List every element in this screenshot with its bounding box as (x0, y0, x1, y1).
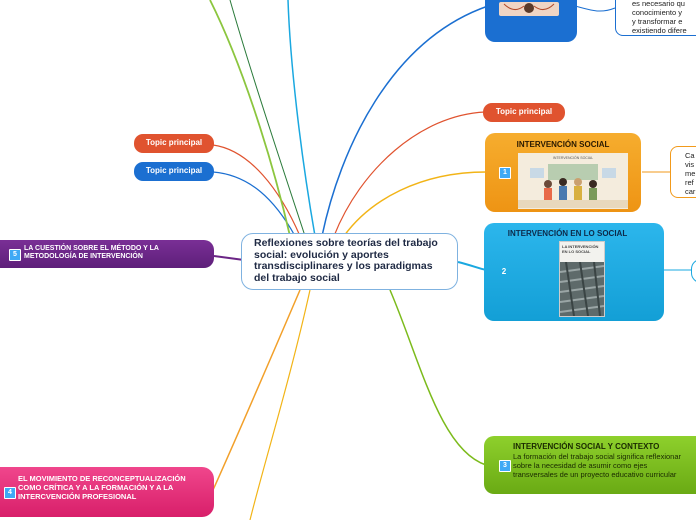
connector-n3 (389, 289, 487, 466)
node-intervencion-en-lo-social[interactable]: INTERVENCIÓN EN LO SOCIAL 2 LA INTERVENC… (484, 223, 664, 321)
node-1-title: INTERVENCIÓN SOCIAL (516, 140, 610, 149)
node-5-title: LA CUESTIÓN SOBRE EL MÉTODO Y LA METODOL… (24, 245, 159, 260)
note-mid-right-line-3: me (685, 169, 696, 178)
node-3-text: La formación del trabajo social signific… (513, 452, 682, 479)
central-topic[interactable]: Reflexiones sobre teorías del trabajo so… (241, 233, 458, 290)
connector-top-green (209, 0, 291, 237)
node-1-image: INTERVENCIÓN SOCIAL (518, 153, 628, 209)
connector-n1 (343, 171, 487, 237)
connector-bottom (249, 289, 311, 520)
topic-principal-left-2[interactable]: Topic principal (134, 162, 214, 181)
node-reconceptualizacion[interactable]: 4 EL MOVIMIENTO DE RECONCEPTUALIZACIÓN C… (0, 467, 214, 517)
node-1-image-caption: INTERVENCIÓN SOCIAL (552, 156, 594, 160)
connector-top-teal (287, 0, 316, 237)
node-2-book-cover: LA INTERVENCIÓN EN LO SOCIAL (559, 241, 605, 317)
top-blue-node-image (499, 2, 559, 16)
connector-n4 (212, 289, 301, 491)
connector-n5 (213, 255, 245, 261)
topic-principal-left-1[interactable]: Topic principal (134, 134, 214, 153)
note-top-right-line-4: existiendo difere (632, 26, 687, 35)
note-top-right[interactable]: es necesario qu conocimiento y y transfo… (615, 0, 696, 36)
connector-topic-right (333, 111, 486, 237)
connector-note-top (574, 5, 616, 12)
note-top-right-line-1: es necesario qu (632, 0, 685, 8)
note-mid-right-line-1: Ca (685, 151, 695, 160)
connector-topic-left-2 (212, 171, 296, 237)
central-topic-title: Reflexiones sobre teorías del trabajo so… (254, 237, 438, 284)
node-intervencion-social-contexto[interactable]: 3 INTERVENCIÓN SOCIAL Y CONTEXTO La form… (484, 436, 696, 494)
node-cuestion-metodo[interactable]: 5 LA CUESTIÓN SOBRE EL MÉTODO Y LA METOD… (0, 240, 214, 268)
topic-principal-right[interactable]: Topic principal (483, 103, 565, 122)
node-4-title: EL MOVIMIENTO DE RECONCEPTUALIZACIÓN COM… (18, 474, 186, 501)
node-4-number: 4 (4, 487, 16, 499)
node-intervencion-social[interactable]: 1 INTERVENCIÓN SOCIAL INTERVENCIÓN SOCIA… (485, 133, 641, 212)
connector-top-blue (321, 5, 489, 237)
note-top-right-line-2: conocimiento y (632, 8, 683, 17)
note-mid-right[interactable]: Ca vis me ref car (670, 146, 696, 198)
node-1-number: 1 (499, 167, 511, 179)
connector-top-dark (229, 0, 306, 237)
note-top-right-line-3: y transformar e (632, 17, 683, 26)
node-2-number: 2 (501, 267, 507, 276)
connector-topic-left-1 (212, 144, 301, 237)
node-5-number: 5 (9, 249, 21, 261)
node-3-number: 3 (499, 460, 511, 472)
node-2-title: INTERVENCIÓN EN LO SOCIAL (507, 229, 628, 238)
node-2-book-title: LA INTERVENCIÓN EN LO SOCIAL (562, 244, 599, 254)
note-mid-right-line-2: vis (685, 160, 695, 169)
connector-n2 (457, 261, 487, 271)
top-blue-node[interactable] (485, 0, 577, 42)
note-mid-right-line-4: ref (685, 178, 694, 187)
node-3-title: INTERVENCIÓN SOCIAL Y CONTEXTO (513, 442, 660, 451)
note-mid-right-line-5: car (685, 187, 696, 196)
